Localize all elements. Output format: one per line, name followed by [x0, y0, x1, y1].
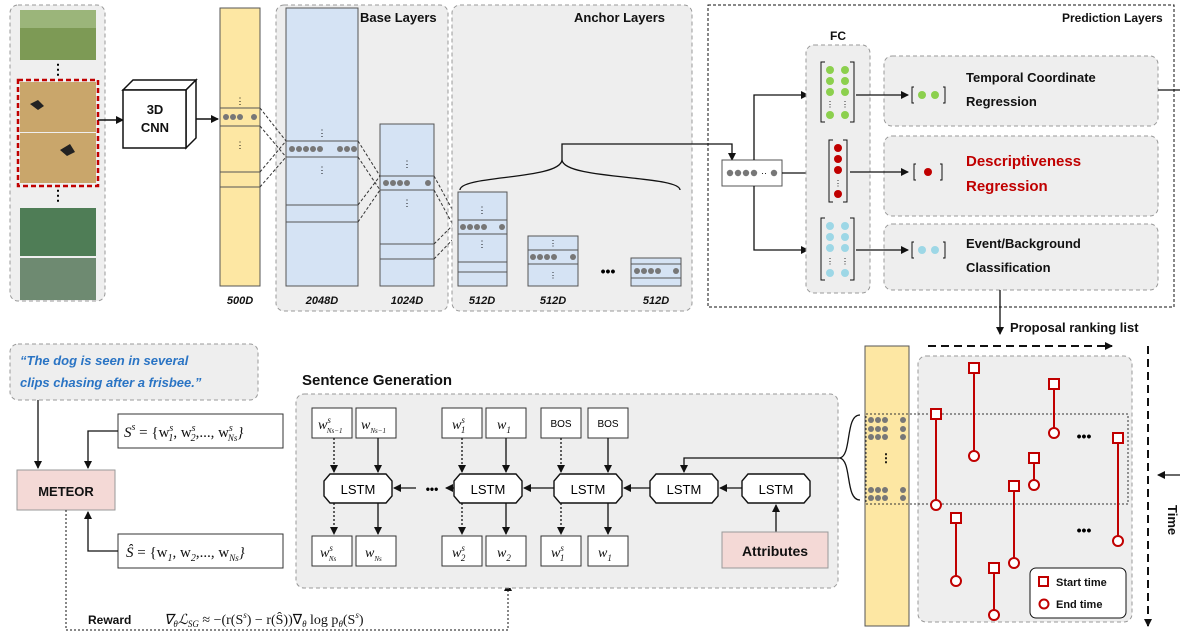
svg-text:⋮: ⋮: [826, 100, 834, 109]
bos-2: BOS: [597, 419, 618, 430]
proposal-ellipsis-1: •••: [1077, 428, 1092, 444]
svg-text:⋮: ⋮: [549, 271, 557, 280]
svg-text:⋮: ⋮: [841, 257, 849, 266]
anchor-ellipsis: •••: [601, 263, 616, 279]
dim-512d-3: 512D: [643, 295, 669, 307]
quote-line-1: “The dog is seen in several: [20, 353, 189, 368]
prediction-layers-title: Prediction Layers: [1062, 11, 1163, 25]
lstm-3: LSTM: [571, 482, 606, 497]
sentence-generation-title: Sentence Generation: [302, 372, 452, 389]
svg-text:⋮: ⋮: [880, 451, 892, 465]
anchor-layers-title: Anchor Layers: [574, 10, 665, 25]
legend-end: End time: [1056, 599, 1102, 611]
svg-text:⋮: ⋮: [51, 187, 65, 203]
task-temporal-2: Regression: [966, 94, 1037, 109]
task-event-2: Classification: [966, 260, 1051, 275]
cnn-label-2: CNN: [141, 120, 169, 135]
feature-500d: ⋮ ⋮ 500D: [219, 7, 261, 307]
dim-2048d: 2048D: [305, 295, 338, 307]
svg-text:⋮: ⋮: [236, 140, 245, 150]
proposal-ellipsis-2: •••: [1077, 522, 1092, 538]
svg-text:⋮: ⋮: [826, 257, 834, 266]
svg-text:ws1: ws1: [452, 415, 465, 435]
lstm-5: LSTM: [759, 482, 794, 497]
svg-text:ws2: ws2: [452, 543, 466, 563]
svg-text:⋮: ⋮: [403, 198, 412, 208]
attributes-box: Attributes: [742, 543, 808, 559]
ranking-title: Proposal ranking list: [1010, 320, 1139, 335]
fc-title: FC: [830, 29, 846, 43]
time-label: Time: [1165, 505, 1180, 535]
svg-text:⋮: ⋮: [478, 239, 487, 249]
lstm-4: LSTM: [667, 482, 702, 497]
reward-label: Reward: [88, 613, 131, 627]
dim-1024d: 1024D: [391, 295, 423, 307]
svg-text:⋮: ⋮: [841, 100, 849, 109]
meteor-box: METEOR: [38, 484, 94, 499]
legend-start: Start time: [1056, 577, 1107, 589]
svg-text:⋮: ⋮: [403, 159, 412, 169]
lstm-1: LSTM: [341, 482, 376, 497]
bos-1: BOS: [550, 419, 571, 430]
dim-500d: 500D: [227, 295, 253, 307]
cnn-block: 3D CNN: [121, 78, 198, 150]
dim-512d-2: 512D: [540, 295, 566, 307]
task-desc-2: Regression: [966, 178, 1048, 195]
video-frames: ⋮ ⋮: [9, 4, 106, 302]
svg-text:∇θℒSG ≈ −(r(Ss) − r(Ŝ))∇θ log: ∇θℒSG ≈ −(r(Ss) − r(Ŝ))∇θ log pθ(Ss): [164, 610, 364, 629]
task-event-1: Event/Background: [966, 236, 1081, 251]
quote-line-2: clips chasing after a frisbee.”: [20, 375, 202, 390]
task-desc-1: Descriptiveness: [966, 153, 1081, 170]
dim-512d-1: 512D: [469, 295, 495, 307]
svg-text:⋮: ⋮: [834, 179, 842, 188]
caption-quote: “The dog is seen in several clips chasin…: [9, 343, 259, 401]
svg-text:⋮: ⋮: [318, 128, 327, 138]
svg-text:⋮: ⋮: [236, 96, 245, 106]
lstm-2: LSTM: [471, 482, 506, 497]
svg-text:⋮: ⋮: [549, 239, 557, 248]
svg-text:Ŝ = {w1, w2,..., wNs}: Ŝ = {w1, w2,..., wNs}: [126, 544, 245, 564]
cnn-label-1: 3D: [147, 102, 164, 117]
svg-text:⋮: ⋮: [478, 205, 487, 215]
anchor-layers-group: Anchor Layers ⋮ ⋮ ⋮ ⋮ ••• 512D 512D 512D: [451, 4, 693, 312]
svg-text:··: ··: [761, 168, 767, 178]
base-layers-title: Base Layers: [360, 10, 437, 25]
proposal-panel: ⋮ ••• ••• Start time End time: [839, 345, 1133, 627]
base-layers-group: Base Layers ⋮ ⋮ ⋮ ⋮ 2048D 1024D: [275, 4, 449, 312]
svg-text:⋮: ⋮: [51, 61, 65, 77]
lstm-ellipsis: •••: [426, 482, 439, 496]
svg-text:⋮: ⋮: [318, 165, 327, 175]
svg-text:ws1: ws1: [551, 543, 564, 563]
task-temporal-1: Temporal Coordinate: [966, 70, 1096, 85]
prediction-layers-group: Prediction Layers ·· FC ⋮ ⋮ ⋮ ⋮ ⋮ Temporal…: [561, 4, 1180, 308]
